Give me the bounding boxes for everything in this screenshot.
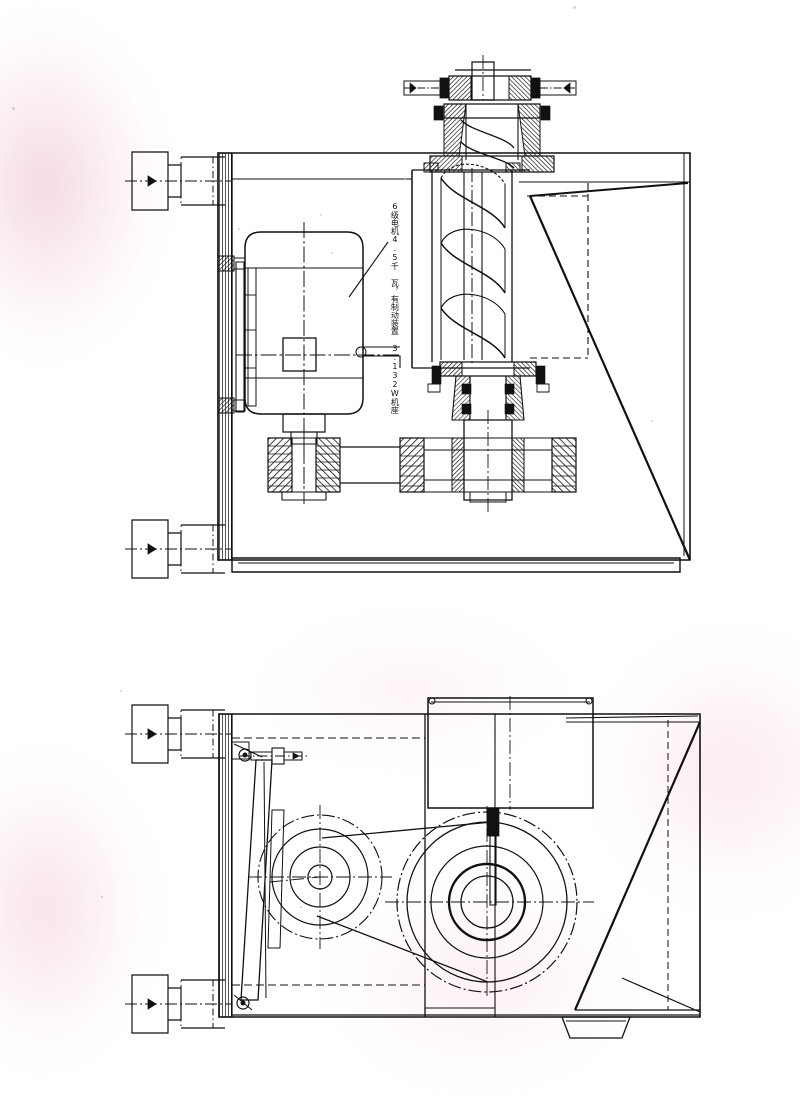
auger-shroud [411, 162, 530, 369]
right-tie-rod [530, 77, 577, 99]
upper-mounting-bracket [125, 151, 232, 211]
plan-body-outline [218, 713, 702, 1018]
lower-mounting-bracket [125, 519, 232, 579]
motor-note-line-1: 6级电机4.5千 [390, 202, 400, 270]
motor-note-leader [348, 241, 389, 298]
driven-pulley-section [399, 410, 577, 512]
hopper-section [519, 153, 692, 561]
driver-pulley-section [267, 432, 341, 505]
belt-tensioner [231, 741, 308, 1011]
belt-drive-section [267, 346, 577, 512]
plan-upper-bracket [125, 704, 232, 764]
top-gearbox-assembly [403, 55, 577, 173]
front-elevation-view [125, 55, 692, 579]
motor-note-line-2: 瓦，有制动装置 [390, 279, 400, 335]
screw-auger [440, 163, 506, 366]
lower-bearing-housing [427, 361, 550, 421]
discharge-chute [561, 1016, 631, 1039]
left-tie-rod [403, 77, 450, 99]
drive-belt-plan [269, 821, 493, 983]
motor-annotation-note: 6级电机4.5千 瓦，有制动装置 3.132W机座 [390, 202, 400, 414]
hinged-side-plate [217, 255, 257, 414]
plan-view [125, 696, 702, 1039]
motor-note-line-3: 3.132W机座 [390, 344, 400, 414]
plan-lower-bracket [125, 974, 232, 1034]
